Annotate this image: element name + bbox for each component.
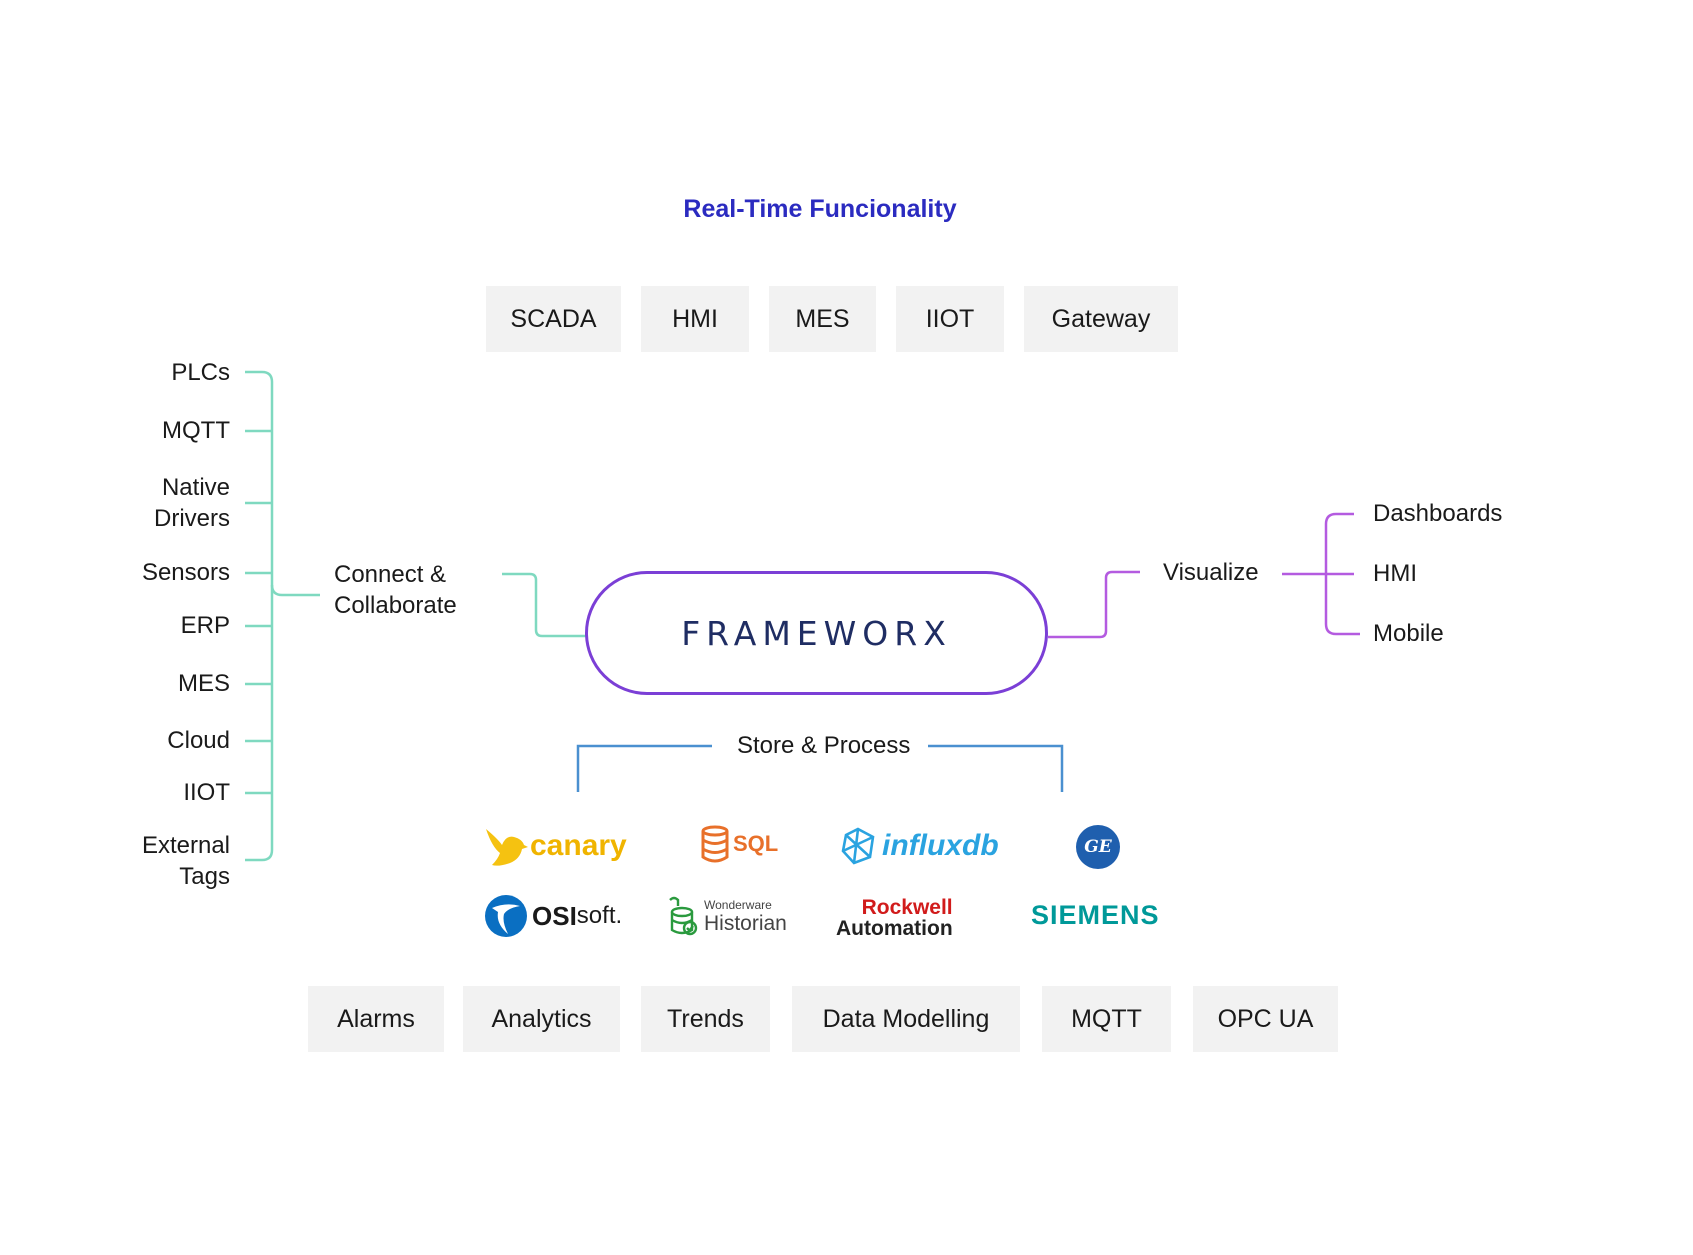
left-item-mqtt: MQTT: [162, 417, 230, 444]
osisoft-logo-text-a: OSI: [532, 900, 577, 931]
left-item-iiot: IIOT: [183, 779, 230, 806]
canary-logo: canary: [484, 825, 627, 867]
top-box-iiot: IIOT: [896, 286, 1004, 352]
right-item-dashboards: Dashboards: [1373, 500, 1503, 527]
left-item-external-tags: External Tags: [141, 832, 230, 890]
siemens-logo: SIEMENS: [1031, 900, 1160, 931]
wonderware-logo-big-text: Historian: [704, 911, 787, 935]
frameworx-node: FRAMEWORX: [585, 571, 1048, 695]
store-bracket: [576, 744, 1064, 792]
rockwell-logo-text-a: Rockwell: [861, 896, 953, 919]
influxdb-logo-text: influxdb: [882, 829, 999, 862]
sql-logo-text: SQL: [733, 831, 779, 856]
frameworx-label: FRAMEWORX: [681, 613, 952, 653]
top-box-hmi: HMI: [641, 286, 749, 352]
bottom-box-analytics: Analytics: [463, 986, 620, 1052]
diagram-title: Real-Time Funcionality: [683, 195, 957, 223]
top-box-mes: MES: [769, 286, 876, 352]
bottom-box-data-modelling: Data Modelling: [792, 986, 1020, 1052]
left-item-sensors: Sensors: [141, 559, 230, 586]
siemens-logo-text: SIEMENS: [1031, 900, 1160, 930]
left-item-plcs: PLCs: [171, 359, 230, 386]
right-bracket: [1048, 512, 1360, 639]
top-box-scada: SCADA: [486, 286, 621, 352]
wonderware-logo: Wonderware Historian: [664, 896, 787, 936]
database-icon: [701, 825, 729, 863]
right-item-hmi: HMI: [1373, 560, 1417, 587]
wonderware-icon: [669, 896, 698, 936]
right-item-mobile: Mobile: [1373, 620, 1444, 647]
rockwell-logo-text-b: Automation: [836, 917, 953, 940]
bottom-box-mqtt: MQTT: [1042, 986, 1171, 1052]
bottom-box-alarms: Alarms: [308, 986, 444, 1052]
canary-logo-text: canary: [530, 829, 627, 862]
store-label: Store & Process: [737, 732, 911, 759]
connect-label: Connect & Collaborate: [334, 561, 457, 619]
osisoft-logo-text-b: soft.: [576, 902, 623, 929]
left-item-erp: ERP: [180, 612, 230, 639]
left-item-mes: MES: [177, 670, 230, 697]
ge-logo: GE: [1076, 825, 1120, 869]
top-box-gateway: Gateway: [1024, 286, 1178, 352]
sql-logo: SQL: [700, 825, 778, 863]
left-bracket: [245, 370, 587, 862]
bottom-box-trends: Trends: [641, 986, 770, 1052]
left-item-cloud: Cloud: [167, 727, 230, 754]
influxdb-cube-icon: [841, 827, 875, 865]
canary-bird-icon: [486, 829, 528, 866]
ge-logo-text: GE: [1084, 837, 1112, 857]
bottom-box-opc-ua: OPC UA: [1193, 986, 1338, 1052]
influxdb-logo: influxdb: [840, 827, 999, 865]
left-item-native-drivers: Native Drivers: [154, 474, 230, 532]
wonderware-logo-small-text: Wonderware: [704, 897, 772, 912]
visualize-label: Visualize: [1163, 559, 1259, 586]
rockwell-logo: Rockwell Automation: [836, 897, 953, 939]
osisoft-circle-icon: [485, 895, 527, 937]
